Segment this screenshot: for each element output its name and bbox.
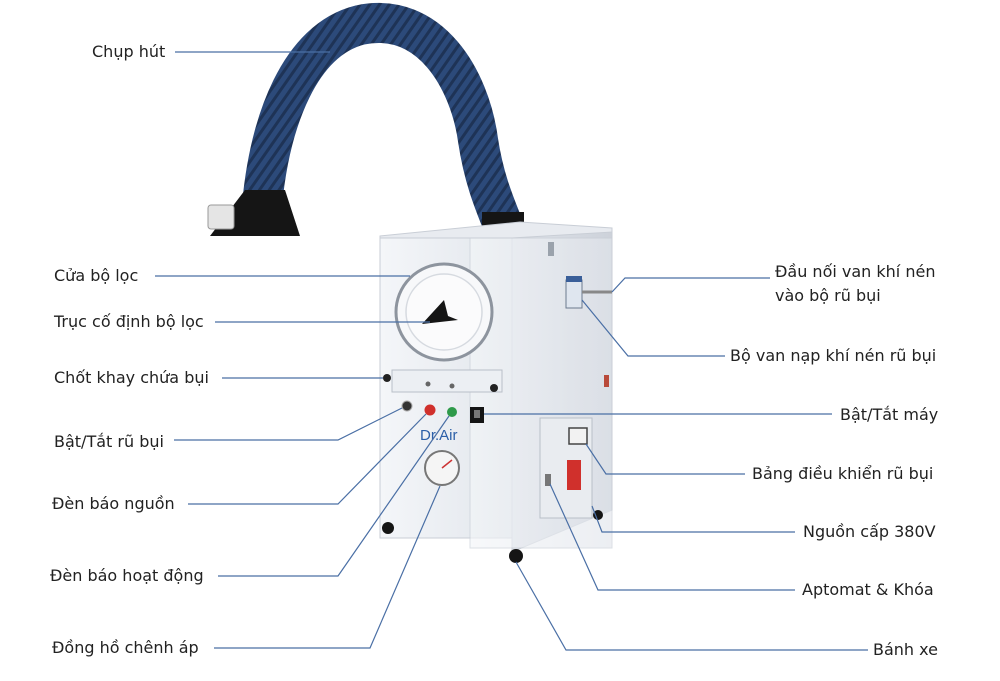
label-breaker: Aptomat & Khóa — [802, 580, 934, 599]
leader-power-light — [188, 413, 427, 505]
label-wheels: Bánh xe — [873, 640, 938, 659]
leader-power-supply — [591, 505, 795, 533]
air-valve-cap — [566, 276, 582, 282]
machine-switch-knob — [474, 410, 480, 418]
label-air-valve: Bộ van nạp khí nén rũ bụi — [730, 346, 937, 365]
label-air-connector: Đầu nối van khí nén vào bộ rũ bụi — [775, 260, 965, 308]
leader-run-light — [218, 415, 450, 577]
dust-tray-latch — [383, 374, 391, 382]
leader-air-valve — [581, 299, 725, 357]
label-air-connector-line1: Đầu nối van khí nén — [775, 262, 936, 281]
dust-tray-rail — [391, 369, 503, 393]
dust-tray-latch-right — [490, 384, 498, 392]
label-power-supply: Nguồn cấp 380V — [803, 522, 936, 541]
label-air-connector-line2: vào bộ rũ bụi — [775, 286, 881, 305]
side-handle-top — [548, 242, 554, 256]
leader-breaker — [549, 483, 795, 591]
run-light — [447, 407, 457, 417]
air-valve — [565, 279, 583, 309]
leader-control-panel — [585, 443, 745, 475]
wheel-front-left — [382, 522, 394, 534]
label-dust-tray-latch: Chốt khay chứa bụi — [54, 368, 209, 387]
side-handle-mid — [604, 375, 609, 387]
label-machine-toggle: Bật/Tắt máy — [840, 405, 939, 424]
gauge-needle — [441, 459, 453, 469]
leader-lines — [155, 51, 868, 651]
logo: Dr.Air — [420, 427, 458, 444]
label-filter-shaft: Trục cố định bộ lọc — [54, 312, 204, 331]
hose — [242, 3, 524, 238]
leader-gauge — [214, 485, 441, 649]
leader-dust-shake — [174, 407, 403, 441]
dust-shake-switch — [401, 400, 413, 412]
control-display — [568, 427, 588, 445]
label-power-light: Đèn báo nguồn — [52, 494, 175, 513]
tray-handle-2 — [449, 383, 455, 389]
breaker-handle — [545, 474, 551, 486]
label-hood: Chụp hút — [92, 42, 166, 61]
label-filter-door: Cửa bộ lọc — [54, 266, 139, 285]
filter-shaft — [422, 300, 458, 324]
label-control-panel: Bảng điều khiển rũ bụi — [752, 464, 934, 483]
label-dust-shake-toggle: Bật/Tắt rũ bụi — [54, 432, 164, 451]
tray-handle-1 — [425, 381, 431, 387]
label-pressure-gauge: Đồng hồ chênh áp — [52, 638, 199, 657]
label-run-light: Đèn báo hoạt động — [50, 566, 204, 585]
wheel-back-right — [593, 510, 603, 520]
wheel-front-right — [509, 549, 523, 563]
hood-flange — [207, 204, 235, 230]
power-supply-box — [567, 460, 581, 490]
leader-wheels — [515, 561, 868, 651]
leader-air-connector — [611, 277, 770, 293]
power-light — [424, 404, 436, 416]
